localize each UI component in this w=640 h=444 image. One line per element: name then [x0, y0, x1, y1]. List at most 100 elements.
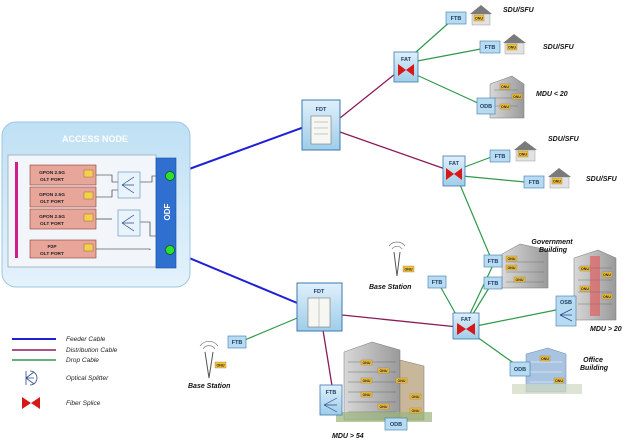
- ftb-label: FTB: [232, 340, 243, 346]
- onu-box: [579, 285, 591, 292]
- drop-cable: [461, 155, 495, 169]
- site-sdu-4: FTB ONU SDU/SFU: [523, 168, 618, 189]
- drop-cable: [461, 175, 526, 183]
- site-sdu-3: FTB ONU SDU/SFU: [489, 136, 580, 163]
- site-label: Office Building: [580, 357, 609, 372]
- building-icon: [573, 249, 617, 321]
- odb-label: ODB: [514, 367, 526, 373]
- odb-label: ODB: [390, 422, 402, 428]
- site-label-line: Building: [539, 247, 568, 254]
- house-icon: ONU: [548, 168, 571, 189]
- olt-port-label-line2: OLT PORT: [40, 221, 64, 227]
- fat-top: FAT: [393, 51, 419, 83]
- site-label: SDU/SFU: [548, 136, 580, 143]
- onu-label: ONU: [516, 278, 524, 282]
- fdt-top: FDT: [301, 99, 341, 151]
- onu-box: [409, 393, 422, 400]
- fdt-cabinet-icon: [310, 115, 332, 145]
- onu-box: [402, 265, 415, 273]
- optical-splitter-icon: [559, 308, 573, 322]
- onu-box: [505, 264, 518, 271]
- fdt-bottom: FDT: [296, 282, 343, 332]
- ftb-label: FTB: [488, 281, 499, 287]
- olt-port-4: P2P OLT PORT: [29, 239, 97, 259]
- onu-box: [360, 359, 373, 366]
- onu-label: ONU: [508, 46, 516, 50]
- olt-port-label-line1: P2P: [47, 244, 57, 250]
- site-base-station-left: ONU FTB Base Station: [188, 335, 247, 390]
- fiber-splice-icon: [446, 168, 462, 180]
- odb-label: ODB: [480, 104, 492, 110]
- onu-box: [214, 361, 227, 369]
- olt-port-label-line2: OLT PORT: [40, 177, 64, 183]
- antenna-tower-icon: [199, 340, 219, 379]
- onu-label: ONU: [603, 273, 611, 277]
- olt-port-3: GPON 2.5G OLT PORT: [29, 208, 97, 230]
- onu-box: [395, 377, 408, 384]
- site-label: MDU < 20: [536, 91, 568, 98]
- onu-label: ONU: [513, 95, 521, 99]
- olt-port-1: GPON 2.5G OLT PORT: [29, 164, 97, 186]
- fiber-splice-icon: [22, 397, 40, 409]
- drop-cable: [475, 309, 557, 327]
- site-office: ODB ONU ONU Office Building: [509, 347, 609, 394]
- site-government: FTB FTB ONU ONU ONU Government Building: [483, 239, 573, 290]
- legend-label: Optical Splitter: [66, 375, 109, 382]
- onu-label: ONU: [380, 405, 388, 409]
- fat-label: FAT: [461, 317, 472, 323]
- optical-splitter-icon: [25, 370, 38, 386]
- drop-cable: [457, 179, 491, 257]
- olt-port-label-line1: GPON 2.5G: [39, 214, 65, 220]
- distribution-cable-fdt-fat-mid: [339, 131, 449, 171]
- optical-splitter-icon: [323, 397, 338, 413]
- onu-label: ONU: [508, 257, 516, 261]
- access-node: ACCESS NODE GPON 2.5G OLT PORT GPON 2.5G…: [1, 121, 191, 288]
- site-label: SDU/SFU: [543, 44, 575, 51]
- onu-label: ONU: [555, 379, 563, 383]
- legend: Feeder Cable Distribution Cable Drop Cab…: [12, 336, 118, 409]
- drop-cable: [409, 71, 481, 105]
- onu-label: ONU: [501, 85, 509, 89]
- fdt-label: FTB: [326, 390, 337, 396]
- onu-box: [601, 271, 613, 278]
- onu-label: ONU: [581, 287, 589, 291]
- site-sdu-1: FTB ONU SDU/SFU: [445, 5, 535, 26]
- sfp-module-icon: [83, 243, 94, 252]
- fat-bottom: FAT: [452, 312, 480, 340]
- onu-box: [601, 293, 613, 300]
- feeder-cable-odf-fdt-bottom: [169, 249, 303, 306]
- fat-mid: FAT: [442, 155, 466, 187]
- ftb-label: FTB: [432, 280, 443, 286]
- onu-label: ONU: [412, 395, 420, 399]
- onu-label: ONU: [541, 357, 549, 361]
- legend-item-splitter: Optical Splitter: [25, 370, 109, 386]
- site-label-line: Government: [531, 239, 573, 246]
- distribution-cable-fdt-fat-bottom: [341, 314, 459, 328]
- cables: [169, 19, 557, 393]
- site-base-station-right: ONU FTB Base Station: [369, 241, 447, 291]
- odb-box: [476, 97, 496, 115]
- onu-label: ONU: [217, 364, 225, 368]
- legend-label: Feeder Cable: [66, 336, 106, 343]
- olt-port-2: GPON 2.5G OLT PORT: [29, 186, 97, 208]
- site-sdu-2: FTB ONU SDU/SFU: [479, 34, 575, 55]
- feeder-cable-odf-fdt-top: [169, 125, 308, 177]
- fdt-label: FDT: [316, 107, 327, 113]
- site-label: Base Station: [188, 383, 230, 390]
- onu-box: [377, 367, 390, 374]
- site-label: SDU/SFU: [503, 7, 535, 14]
- ftb-label: FTB: [485, 45, 496, 51]
- ftb-box: [445, 11, 467, 25]
- onu-box: [511, 93, 523, 100]
- site-mdu-small: ODB ONU ONU ONU MDU < 20: [476, 75, 568, 119]
- ftb-box: [523, 175, 545, 189]
- onu-box: [360, 391, 373, 398]
- ftb-box: [483, 276, 503, 290]
- onu-label: ONU: [405, 268, 413, 272]
- legend-item-feeder: Feeder Cable: [12, 336, 106, 343]
- onu-label: ONU: [475, 17, 483, 21]
- fat-label: FAT: [401, 57, 412, 63]
- legend-item-drop: Drop Cable: [12, 357, 99, 364]
- distribution-cable-fdt-odb-tower: [322, 329, 334, 393]
- ftb-box: [483, 254, 503, 268]
